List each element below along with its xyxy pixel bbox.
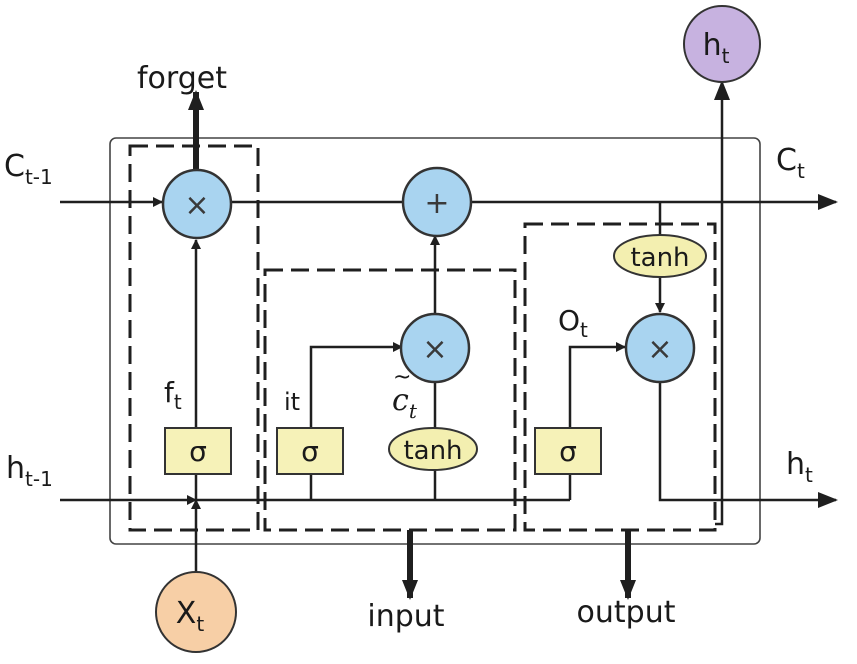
- f-gate-label: ft: [164, 376, 182, 414]
- x-label: X: [176, 596, 197, 631]
- multiply-icon: ×: [184, 188, 209, 223]
- h-output-node: ht: [683, 5, 761, 83]
- h-top-arrow: [714, 80, 730, 526]
- output-tanh-node: tanh: [613, 234, 707, 278]
- sigma-label: σ: [301, 435, 319, 468]
- h-top-label-sub: t: [722, 44, 730, 68]
- tanh-label: tanh: [403, 436, 462, 466]
- h-right-arrow: [658, 382, 838, 508]
- plus-icon: +: [424, 186, 449, 221]
- sigma-label: σ: [189, 435, 207, 468]
- input-tanh-node: tanh: [388, 427, 478, 471]
- output-sigma-to-mult: [568, 342, 626, 428]
- add-node: +: [401, 166, 473, 238]
- multiply-icon: ×: [647, 332, 672, 367]
- x-input-node: Xt: [155, 571, 237, 653]
- tanh-label: tanh: [630, 243, 689, 273]
- forget-multiply-node: ×: [161, 168, 233, 240]
- x-label-sub: t: [196, 612, 204, 636]
- svg-text:Xt: Xt: [176, 596, 205, 636]
- c-tilde-label: ct: [392, 383, 418, 423]
- h-prev-label: ht-1: [6, 451, 53, 491]
- h-top-label: h: [703, 28, 722, 63]
- input-sigma-gate: σ: [276, 427, 344, 475]
- i-gate-label: it: [284, 388, 300, 416]
- o-gate-label: Ot: [558, 304, 588, 342]
- forget-label: forget: [137, 61, 227, 96]
- c-prev-label: Ct-1: [4, 149, 53, 189]
- multiply-icon: ×: [422, 332, 447, 367]
- output-gate-region: [523, 222, 717, 532]
- c-next-label: Ct: [776, 143, 805, 183]
- h-right-label: ht: [786, 447, 813, 487]
- output-label: output: [577, 595, 676, 630]
- input-multiply-node: ×: [399, 312, 471, 384]
- lstm-cell-boundary: [109, 137, 761, 545]
- svg-text:ht: ht: [703, 28, 730, 68]
- sigma-label: σ: [559, 435, 577, 468]
- input-gate-region: [263, 268, 517, 532]
- tilde-accent: ~: [393, 365, 411, 390]
- output-multiply-node: ×: [624, 312, 696, 384]
- input-label: input: [367, 599, 444, 634]
- input-sigma-to-mult: [309, 342, 403, 428]
- output-sigma-gate: σ: [534, 427, 602, 475]
- forget-sigma-gate: σ: [164, 427, 232, 475]
